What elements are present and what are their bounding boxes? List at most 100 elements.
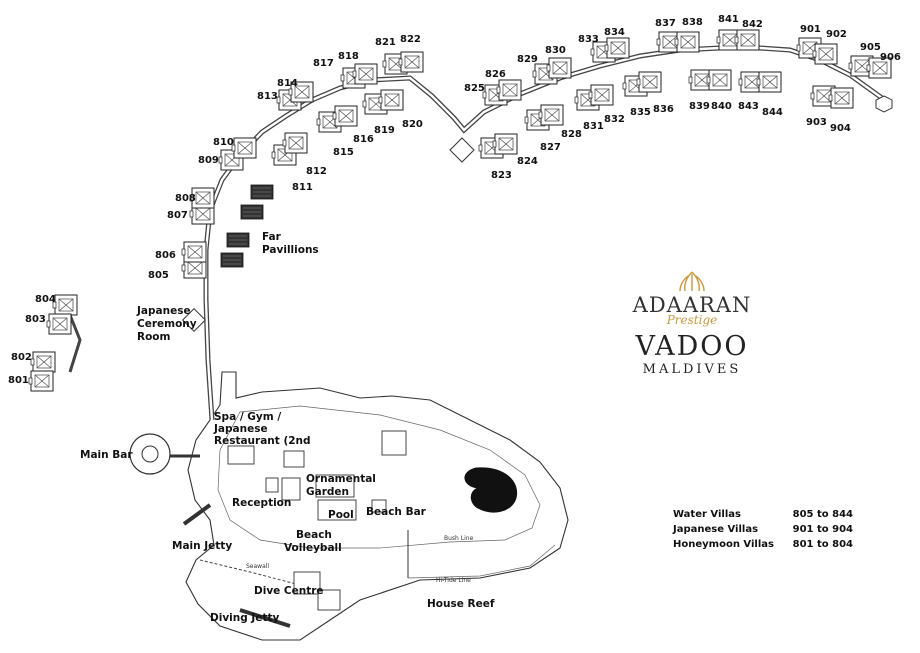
spa-label: Spa / Gym / bbox=[214, 411, 281, 423]
pool-shape bbox=[464, 467, 518, 513]
villa-820: 820 bbox=[402, 119, 423, 130]
brand-name: ADAARAN bbox=[632, 293, 752, 317]
end-marker bbox=[875, 95, 893, 113]
villa-843: 843 bbox=[738, 101, 759, 112]
villa-814: 814 bbox=[277, 78, 298, 89]
villa-831: 831 bbox=[583, 121, 604, 132]
brand-logo-icon bbox=[679, 271, 705, 292]
legend-label: Honeymoon Villas bbox=[673, 539, 774, 550]
honeymoon-walk bbox=[66, 309, 82, 373]
villa-801: 801 bbox=[8, 375, 29, 386]
pool-label: Pool bbox=[328, 509, 354, 521]
villa-832: 832 bbox=[604, 114, 625, 125]
legend-row: Honeymoon Villas 801 to 804 bbox=[673, 537, 853, 552]
villa-818: 818 bbox=[338, 51, 359, 62]
main-jetty-pier bbox=[182, 503, 212, 526]
villa-822: 822 bbox=[400, 34, 421, 45]
beach-bar-label: Beach Bar bbox=[366, 506, 427, 518]
bush-line bbox=[217, 405, 541, 549]
villa-844: 844 bbox=[762, 107, 783, 118]
villa-823: 823 bbox=[491, 170, 512, 181]
ceremony-room bbox=[181, 307, 207, 333]
villa-legend: Water Villas 805 to 844 Japanese Villas … bbox=[673, 507, 853, 552]
villa-807: 807 bbox=[167, 210, 188, 221]
seawall-label: Seawall bbox=[246, 563, 269, 570]
villa-811: 811 bbox=[292, 182, 313, 193]
villa-827: 827 bbox=[540, 142, 561, 153]
villa-904: 904 bbox=[830, 123, 851, 134]
villa-830: 830 bbox=[545, 45, 566, 56]
beach-volleyball-label-2: Volleyball bbox=[284, 542, 342, 554]
brand-subtitle: Prestige bbox=[666, 313, 718, 327]
villa-833: 833 bbox=[578, 34, 599, 45]
villa-829: 829 bbox=[517, 54, 538, 65]
diving-jetty-pier bbox=[239, 608, 291, 628]
villa-812: 812 bbox=[306, 166, 327, 177]
seawall bbox=[199, 559, 331, 596]
brand-country: MALDIVES bbox=[642, 362, 742, 377]
ornamental-label: Ornamental bbox=[306, 473, 376, 485]
villa-828: 828 bbox=[561, 129, 582, 140]
villa-838: 838 bbox=[682, 17, 703, 28]
boardwalk-inner bbox=[204, 46, 883, 421]
villa-821: 821 bbox=[375, 37, 396, 48]
main-bar-core bbox=[141, 445, 159, 463]
main-jetty-label: Main Jetty bbox=[172, 540, 232, 552]
legend-range: 805 to 844 bbox=[792, 509, 853, 520]
junction-pavilion bbox=[449, 137, 475, 163]
villa-903: 903 bbox=[806, 117, 827, 128]
place-labels: Far Pavillions Japanese Ceremony Room Sp… bbox=[80, 231, 495, 624]
villa-825: 825 bbox=[464, 83, 485, 94]
villa-840: 840 bbox=[711, 101, 732, 112]
house-reef-label: House Reef bbox=[427, 598, 495, 610]
villa-826: 826 bbox=[485, 69, 506, 80]
inner-buildings bbox=[227, 430, 407, 611]
legend-range: 801 to 804 bbox=[792, 539, 853, 550]
spa-label-3: Restaurant (2nd bbox=[214, 435, 311, 447]
brand-island-name: VADOO bbox=[635, 331, 749, 362]
villa-803: 803 bbox=[25, 314, 46, 325]
villa-815: 815 bbox=[333, 147, 354, 158]
legend-row: Water Villas 805 to 844 bbox=[673, 507, 853, 522]
villa-839: 839 bbox=[689, 101, 710, 112]
legend-row: Japanese Villas 901 to 904 bbox=[673, 522, 853, 537]
villa-835: 835 bbox=[630, 107, 651, 118]
villa-824: 824 bbox=[517, 156, 538, 167]
far-pavilions-label: Far bbox=[262, 231, 282, 243]
bush-line-label: Bush Line bbox=[444, 535, 474, 542]
main-bar-label: Main Bar bbox=[80, 449, 133, 461]
villa-806: 806 bbox=[155, 250, 176, 261]
villa-817: 817 bbox=[313, 58, 334, 69]
spa-label-2: Japanese bbox=[213, 423, 268, 435]
villa-901: 901 bbox=[800, 24, 821, 35]
beach-volleyball-label: Beach bbox=[296, 529, 332, 541]
ceremony-label: Japanese bbox=[136, 305, 191, 317]
reception-label: Reception bbox=[232, 497, 291, 509]
villa-902: 902 bbox=[826, 29, 847, 40]
dive-centre-label: Dive Centre bbox=[254, 585, 324, 597]
legend-label: Water Villas bbox=[673, 509, 741, 520]
villa-834: 834 bbox=[604, 27, 625, 38]
villa-804: 804 bbox=[35, 294, 56, 305]
villa-labels: 804 803 802 801 805 806 807 808 809 810 … bbox=[8, 14, 901, 386]
villa-808: 808 bbox=[175, 193, 196, 204]
villa-819: 819 bbox=[374, 125, 395, 136]
ceremony-label-2: Ceremony bbox=[137, 318, 197, 330]
legend-range: 901 to 904 bbox=[792, 524, 853, 535]
villa-810: 810 bbox=[213, 137, 234, 148]
villa-813: 813 bbox=[257, 91, 278, 102]
villa-837: 837 bbox=[655, 18, 676, 29]
villa-809: 809 bbox=[198, 155, 219, 166]
hi-tide-line-label: Hi-Tide Line bbox=[436, 577, 471, 584]
villa-802: 802 bbox=[11, 352, 32, 363]
legend-label: Japanese Villas bbox=[673, 524, 759, 535]
far-pavilions-label-2: Pavillions bbox=[262, 244, 319, 256]
diving-jetty-label: Diving Jetty bbox=[210, 612, 279, 624]
ornamental-label-2: Garden bbox=[306, 486, 349, 498]
villa-905: 905 bbox=[860, 42, 881, 53]
villa-836: 836 bbox=[653, 104, 674, 115]
ceremony-label-3: Room bbox=[137, 331, 171, 343]
brand-block: ADAARAN Prestige VADOO MALDIVES bbox=[622, 270, 762, 378]
villa-842: 842 bbox=[742, 19, 763, 30]
